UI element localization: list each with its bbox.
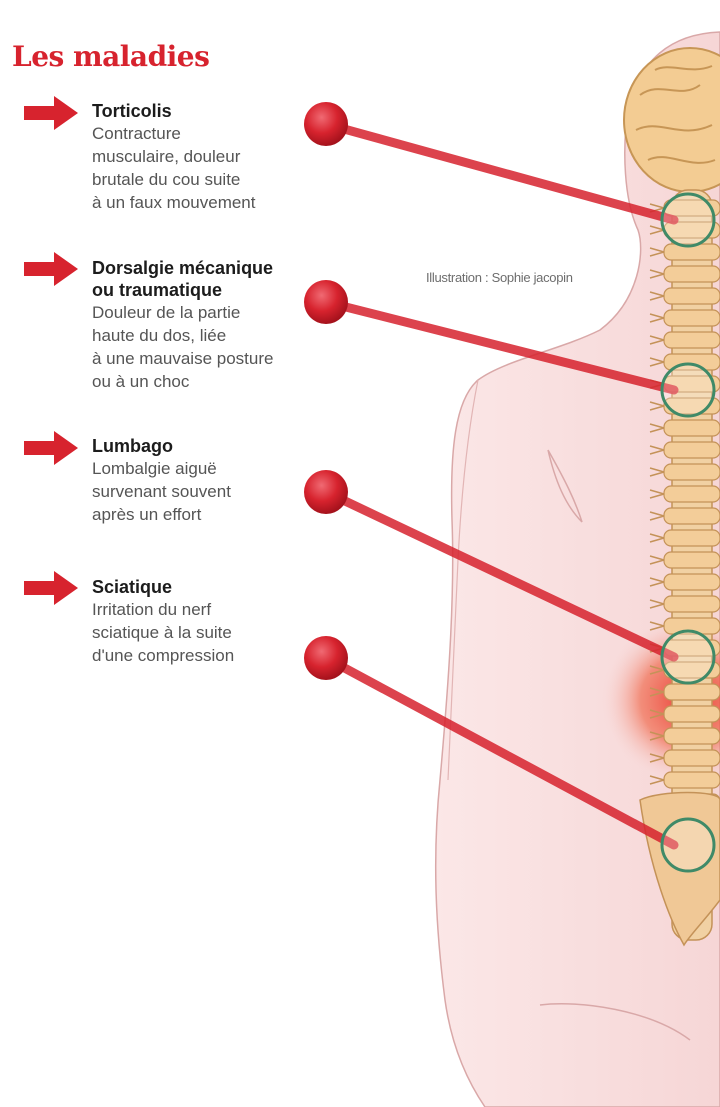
disease-sciatique: Sciatique Irritation du nerf sciatique à… bbox=[92, 576, 322, 667]
callout-sciatique bbox=[304, 636, 716, 873]
disease-dorsalgie: Dorsalgie mécanique ou traumatique Doule… bbox=[92, 257, 322, 393]
callout-pin bbox=[304, 280, 348, 324]
vertebra-process bbox=[649, 445, 665, 455]
arm-outline bbox=[447, 379, 479, 781]
arrow-right-icon bbox=[24, 571, 78, 605]
vertebra bbox=[663, 595, 720, 613]
callout-torticolis bbox=[304, 102, 716, 248]
callout-dorsalgie bbox=[304, 280, 716, 418]
vertebra-process bbox=[649, 467, 665, 477]
buttocks-outline bbox=[539, 1003, 691, 1041]
vertebra bbox=[663, 309, 720, 327]
vertebra-process bbox=[649, 291, 665, 301]
target-ring bbox=[660, 362, 716, 418]
vertebra bbox=[663, 331, 720, 349]
vertebra bbox=[663, 727, 720, 745]
disease-description: Irritation du nerf sciatique à la suite … bbox=[92, 600, 235, 665]
vertebra-process bbox=[649, 599, 665, 609]
callout-lumbago bbox=[304, 470, 716, 685]
vertebra-process bbox=[649, 423, 665, 433]
vertebra bbox=[663, 749, 720, 767]
vertebra-process bbox=[649, 225, 665, 235]
vertebra bbox=[663, 573, 720, 591]
disease-lumbago: Lumbago Lombalgie aiguë survenant souven… bbox=[92, 435, 322, 526]
vertebra-process bbox=[649, 555, 665, 565]
target-ring bbox=[660, 817, 716, 873]
vertebra bbox=[663, 705, 720, 723]
vertebra bbox=[663, 419, 720, 437]
disease-name: Torticolis bbox=[92, 101, 172, 121]
disease-torticolis: Torticolis Contracture musculaire, doule… bbox=[92, 100, 322, 214]
disease-description: Douleur de la partie haute du dos, liée … bbox=[92, 303, 274, 391]
disease-description: Lombalgie aiguë survenant souvent après … bbox=[92, 459, 231, 524]
callout-line bbox=[321, 119, 679, 225]
vertebra-process bbox=[649, 687, 665, 697]
disease-name: Lumbago bbox=[92, 436, 173, 456]
target-ring bbox=[660, 192, 716, 248]
vertebra bbox=[663, 485, 720, 503]
vertebra-process bbox=[649, 401, 665, 411]
vertebra-process bbox=[649, 577, 665, 587]
vertebra bbox=[663, 287, 720, 305]
arrow-right-icon bbox=[24, 96, 78, 130]
callout-pin bbox=[304, 636, 348, 680]
vertebra-process bbox=[649, 533, 665, 543]
illustration-credit: Illustration : Sophie jacopin bbox=[426, 270, 573, 285]
vertebra-process bbox=[649, 269, 665, 279]
callout-line bbox=[321, 653, 679, 850]
vertebra-process bbox=[649, 665, 665, 675]
vertebra-process bbox=[649, 775, 665, 785]
vertebra bbox=[663, 463, 720, 481]
callout-pin bbox=[304, 470, 348, 514]
disease-description: Contracture musculaire, douleur brutale … bbox=[92, 124, 256, 212]
vertebra-process bbox=[649, 753, 665, 763]
vertebra bbox=[663, 551, 720, 569]
vertebra-process bbox=[649, 511, 665, 521]
vertebra bbox=[663, 529, 720, 547]
disease-name: Sciatique bbox=[92, 577, 173, 597]
vertebra bbox=[663, 265, 720, 283]
vertebra-process bbox=[649, 489, 665, 499]
vertebra-process bbox=[649, 621, 665, 631]
callout-line bbox=[321, 487, 679, 662]
vertebra bbox=[663, 441, 720, 459]
spine-drawing bbox=[639, 189, 720, 947]
vertebra bbox=[663, 683, 720, 701]
callout-line bbox=[321, 297, 679, 395]
vertebra-process bbox=[649, 335, 665, 345]
page-title: Les maladies bbox=[12, 40, 210, 73]
vertebra-process bbox=[649, 247, 665, 257]
arrow-right-icon bbox=[24, 431, 78, 465]
vertebra bbox=[663, 771, 720, 789]
vertebra-process bbox=[649, 357, 665, 367]
vertebra-process bbox=[649, 731, 665, 741]
callout-pin bbox=[304, 102, 348, 146]
disease-name: Dorsalgie mécanique ou traumatique bbox=[92, 258, 274, 300]
vertebra bbox=[663, 507, 720, 525]
vertebra-process bbox=[649, 313, 665, 323]
arrow-right-icon bbox=[24, 252, 78, 286]
shoulder-blade-outline bbox=[547, 449, 583, 523]
vertebra-process bbox=[649, 709, 665, 719]
target-ring bbox=[660, 629, 716, 685]
